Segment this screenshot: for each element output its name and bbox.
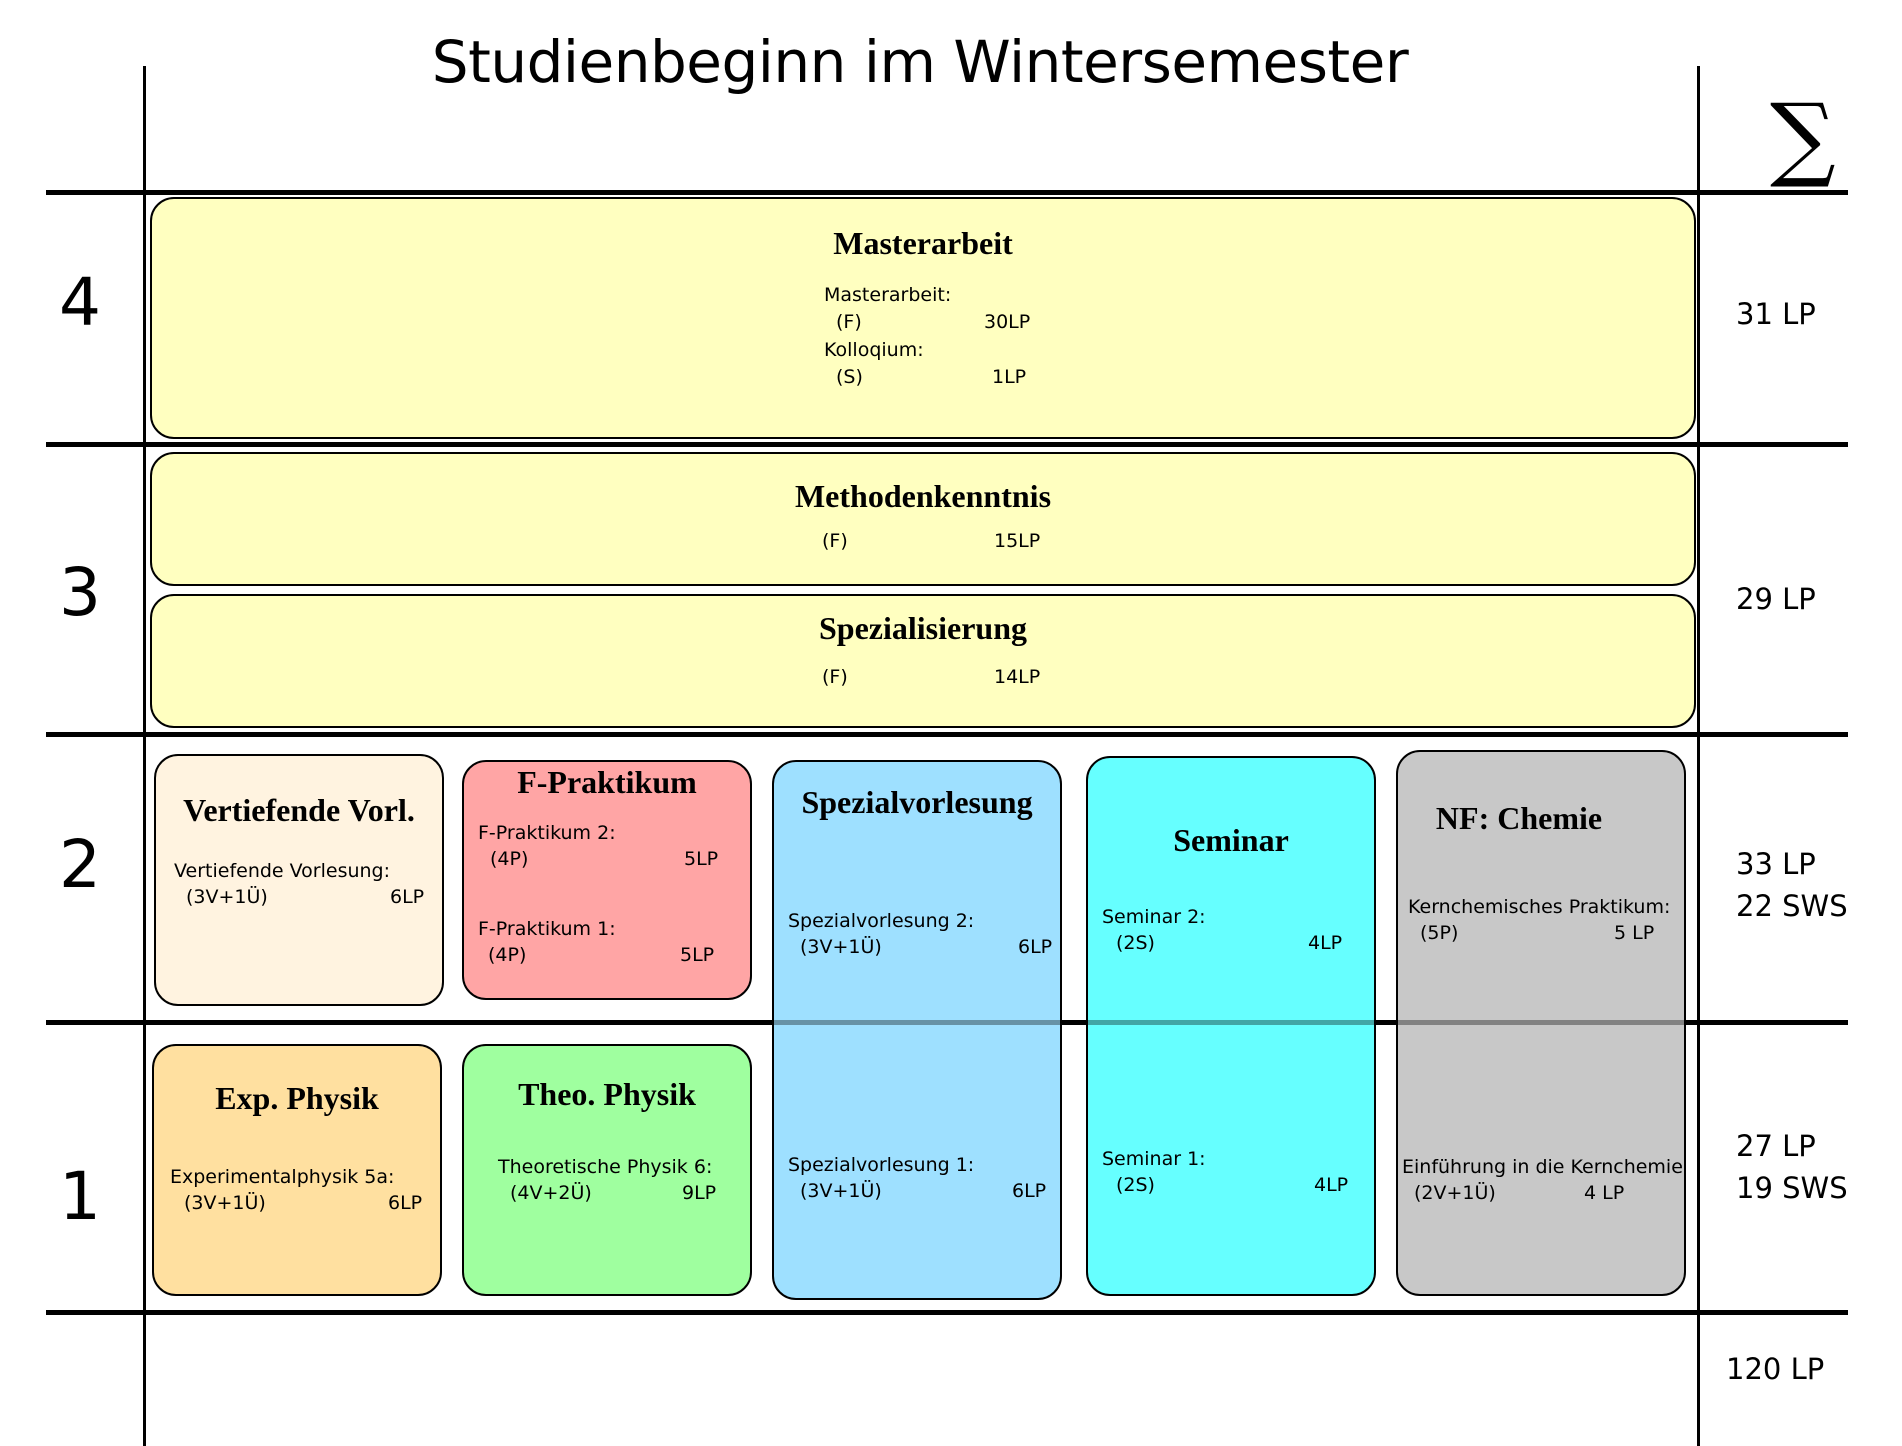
module-line-lp: 5LP xyxy=(684,848,719,870)
module-line-label: F-Praktikum 2: xyxy=(478,822,616,844)
module-line-lp: 30LP xyxy=(984,311,1031,333)
module-line-type: (F) xyxy=(836,311,862,333)
sum-sws: 22 SWS xyxy=(1736,889,1848,923)
module-line-type: (2S) xyxy=(1116,932,1155,954)
semester-boundary-overlay xyxy=(1398,1020,1684,1025)
module-line-label: F-Praktikum 1: xyxy=(478,918,616,940)
module-line-lp: 9LP xyxy=(682,1182,717,1204)
module-line-lp: 6LP xyxy=(1018,936,1053,958)
module-lp: 14LP xyxy=(994,666,1041,688)
module-line-label: Experimentalphysik 5a: xyxy=(170,1166,395,1188)
module-line-lp: 6LP xyxy=(1012,1180,1047,1202)
module-title: F-Praktikum xyxy=(517,764,697,800)
module-title: Vertiefende Vorl. xyxy=(183,792,415,828)
module-line-label: Vertiefende Vorlesung: xyxy=(174,860,391,882)
module-line-label: Kernchemisches Praktikum: xyxy=(1408,896,1671,918)
module-spezialisierung: Spezialisierung (F) 14LP xyxy=(150,594,1696,728)
module-line-lp: 5 LP xyxy=(1614,922,1655,944)
module-title: Seminar xyxy=(1173,822,1289,858)
module-type: (F) xyxy=(822,666,848,688)
module-line-label: Seminar 1: xyxy=(1102,1148,1206,1170)
module-title: Methodenkenntnis xyxy=(794,478,1052,514)
semester-number-2: 2 xyxy=(59,826,101,903)
semester-number-3: 3 xyxy=(59,554,101,631)
module-f-praktikum: F-Praktikum F-Praktikum 2: (4P) 5LP F-Pr… xyxy=(462,760,752,1000)
sum-lp: 33 LP xyxy=(1736,847,1816,881)
semester-divider-3-2 xyxy=(46,732,1848,737)
module-vertiefende-vorlesung: Vertiefende Vorl. Vertiefende Vorlesung:… xyxy=(154,754,444,1006)
module-seminar: Seminar Seminar 2: (2S) 4LP Seminar 1: (… xyxy=(1086,756,1376,1296)
module-line-lp: 6LP xyxy=(390,886,425,908)
module-title: Masterarbeit xyxy=(833,225,1013,261)
module-line-type: (2V+1Ü) xyxy=(1414,1182,1496,1204)
semester-divider-4-3 xyxy=(46,442,1848,447)
module-line-type: (2S) xyxy=(1116,1174,1155,1196)
module-line-type: (3V+1Ü) xyxy=(184,1192,266,1214)
right-axis-line xyxy=(1697,66,1700,1446)
module-title: Spezialvorlesung xyxy=(801,784,1033,820)
diagram-title: Studienbeginn im Wintersemester xyxy=(431,28,1409,96)
module-line-label: Spezialvorlesung 1: xyxy=(788,1154,975,1176)
module-line-lp: 4LP xyxy=(1314,1174,1349,1196)
module-line-label: Masterarbeit: xyxy=(824,284,952,306)
module-masterarbeit: Masterarbeit Masterarbeit: (F) 30LP Koll… xyxy=(150,197,1696,439)
semester-divider-bottom xyxy=(46,1310,1848,1315)
module-line-label: Kolloqium: xyxy=(824,339,924,361)
module-title: Exp. Physik xyxy=(215,1080,379,1116)
sum-semester-3: 29 LP xyxy=(1736,578,1816,620)
module-line-lp: 4LP xyxy=(1308,932,1343,954)
module-line-label: Einführung in die Kernchemie: xyxy=(1402,1156,1686,1178)
sum-semester-1: 27 LP 19 SWS xyxy=(1736,1125,1848,1209)
module-nf-chemie: NF: Chemie Kernchemisches Praktikum: (5P… xyxy=(1396,750,1686,1296)
semester-boundary-overlay xyxy=(774,1020,1060,1025)
module-title: NF: Chemie xyxy=(1435,800,1603,836)
module-line-type: (4P) xyxy=(490,848,529,870)
module-title: Spezialisierung xyxy=(818,610,1027,646)
module-line-label: Theoretische Physik 6: xyxy=(498,1156,713,1178)
sum-semester-2: 33 LP 22 SWS xyxy=(1736,843,1848,927)
module-line-lp: 6LP xyxy=(388,1192,423,1214)
module-spezialvorlesung: Spezialvorlesung Spezialvorlesung 2: (3V… xyxy=(772,760,1062,1300)
module-line-lp: 4 LP xyxy=(1584,1182,1625,1204)
module-line-type: (5P) xyxy=(1420,922,1459,944)
semester-divider-top xyxy=(46,190,1848,195)
module-line-lp: 5LP xyxy=(680,944,715,966)
module-theo-physik: Theo. Physik Theoretische Physik 6: (4V+… xyxy=(462,1044,752,1296)
semester-number-1: 1 xyxy=(59,1158,101,1235)
module-line-label: Spezialvorlesung 2: xyxy=(788,910,975,932)
module-line-type: (3V+1Ü) xyxy=(800,1180,882,1202)
module-line-type: (4V+2Ü) xyxy=(510,1182,592,1204)
sum-lp: 31 LP xyxy=(1736,297,1816,331)
sum-lp: 29 LP xyxy=(1736,582,1816,616)
sum-total: 120 LP xyxy=(1726,1352,1825,1386)
module-type: (F) xyxy=(822,530,848,552)
left-axis-line xyxy=(143,66,146,1446)
module-title: Theo. Physik xyxy=(518,1076,696,1112)
module-line-label: Seminar 2: xyxy=(1102,906,1206,928)
module-exp-physik: Exp. Physik Experimentalphysik 5a: (3V+1… xyxy=(152,1044,442,1296)
module-lp: 15LP xyxy=(994,530,1041,552)
module-methodenkenntnis: Methodenkenntnis (F) 15LP xyxy=(150,452,1696,586)
module-line-type: (3V+1Ü) xyxy=(186,886,268,908)
sum-sws: 19 SWS xyxy=(1736,1171,1848,1205)
module-line-type: (S) xyxy=(836,366,863,388)
sum-symbol: ∑ xyxy=(1770,84,1836,191)
module-line-type: (3V+1Ü) xyxy=(800,936,882,958)
module-line-lp: 1LP xyxy=(992,366,1027,388)
sum-lp: 27 LP xyxy=(1736,1129,1816,1163)
semester-boundary-overlay xyxy=(1088,1020,1374,1025)
semester-number-4: 4 xyxy=(59,264,101,341)
sum-semester-4: 31 LP xyxy=(1736,293,1816,335)
module-line-type: (4P) xyxy=(488,944,527,966)
